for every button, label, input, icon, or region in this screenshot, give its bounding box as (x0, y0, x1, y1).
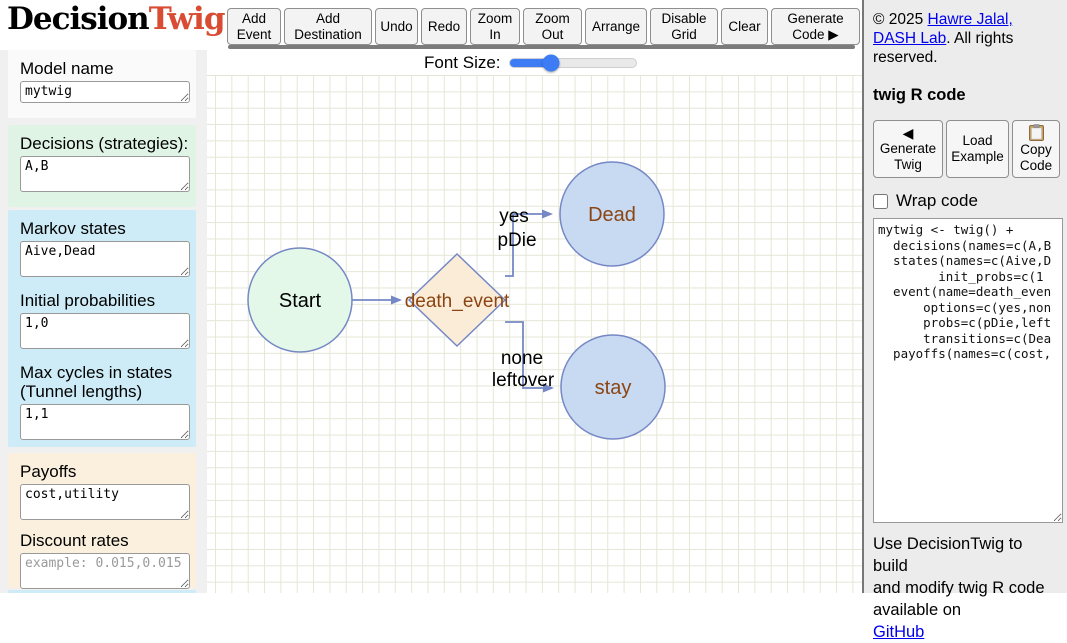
payoffs-label: Payoffs (20, 462, 77, 481)
panel-divider (862, 0, 864, 593)
initial-probabilities-input[interactable]: 1,0 (20, 313, 190, 349)
font-size-control: Font Size: (424, 53, 637, 73)
logo-twig: Twig (148, 1, 226, 37)
font-size-fill (509, 59, 552, 67)
node-death-event[interactable] (407, 252, 507, 348)
author-link[interactable]: Hawre Jalal, DASH Lab (873, 11, 1013, 47)
right-panel: © 2025 Hawre Jalal, DASH Lab. All rights… (864, 0, 1067, 641)
wrap-code-row: Wrap code (873, 191, 1060, 211)
clipboard-icon (1028, 124, 1044, 141)
markov-states-label: Markov states (20, 219, 126, 238)
edge-label-leftover: leftover (492, 370, 555, 391)
edge-event-to-dead (505, 209, 553, 277)
node-start[interactable] (247, 247, 353, 353)
clear-button[interactable]: Clear (721, 8, 768, 45)
load-example-button[interactable]: Load Example (946, 120, 1009, 178)
disable-grid-button[interactable]: Disable Grid (650, 8, 718, 45)
edge-label-pdie: pDie (497, 230, 536, 251)
model-name-section: Model name mytwig (8, 50, 196, 118)
payoffs-section: Payoffs cost,utility Discount rates (8, 453, 196, 589)
footer-text: Use DecisionTwig to build and modify twi… (873, 533, 1060, 643)
arrange-button[interactable]: Arrange (585, 8, 647, 45)
node-dead-label: Dead (588, 204, 636, 226)
next-section-edge (8, 590, 196, 593)
code-buttons: ◀Generate Twig Load Example Copy Code (873, 120, 1060, 178)
max-cycles-input[interactable]: 1,1 (20, 404, 190, 440)
max-cycles-label: Max cycles in states (Tunnel lengths) (20, 363, 173, 401)
node-stay[interactable] (560, 334, 666, 440)
redo-button[interactable]: Redo (421, 8, 467, 45)
node-dead[interactable] (559, 161, 665, 267)
wrap-code-label: Wrap code (896, 191, 978, 210)
copyright-prefix: © 2025 (873, 11, 928, 28)
toolbar-scrollbar[interactable] (228, 45, 855, 49)
model-name-label: Model name (20, 59, 114, 78)
copy-code-button[interactable]: Copy Code (1012, 120, 1060, 178)
decisions-input[interactable]: A,B (20, 156, 190, 192)
zoom-out-button[interactable]: Zoom Out (523, 8, 582, 45)
markov-states-input[interactable]: Aive,Dead (20, 241, 190, 277)
node-death-event-label: death_event (405, 291, 510, 312)
discount-rates-input[interactable] (20, 553, 190, 589)
generate-code-button[interactable]: Generate Code ▶ (771, 8, 860, 45)
edge-label-yes: yes (499, 206, 529, 227)
font-size-slider[interactable] (508, 54, 637, 72)
left-sidebar: Model name mytwig Decisions (strategies)… (0, 50, 207, 593)
copy-code-label: Copy Code (1019, 142, 1053, 173)
logo-decision: Decision (7, 1, 150, 37)
decisions-label: Decisions (strategies): (20, 134, 189, 153)
decisions-section: Decisions (strategies): A,B (8, 125, 196, 207)
node-start-label: Start (279, 290, 322, 312)
wrap-code-checkbox[interactable] (873, 193, 888, 209)
edge-label-none: none (501, 348, 543, 369)
github-link[interactable]: GitHub (873, 623, 925, 641)
node-stay-label: stay (595, 377, 632, 399)
undo-button[interactable]: Undo (375, 8, 418, 45)
copyright-text: © 2025 Hawre Jalal, DASH Lab. All rights… (873, 10, 1060, 67)
add-event-button[interactable]: Add Event (227, 8, 281, 45)
payoffs-input[interactable]: cost,utility (20, 484, 190, 520)
generate-twig-label: Generate Twig (879, 140, 937, 172)
font-size-label: Font Size: (424, 53, 501, 72)
markov-section: Markov states Aive,Dead Initial probabil… (8, 210, 196, 447)
footer-description: Use DecisionTwig to build and modify twi… (873, 535, 1045, 619)
model-name-input[interactable]: mytwig (20, 81, 190, 103)
generate-twig-button[interactable]: ◀Generate Twig (873, 120, 943, 178)
font-size-thumb[interactable] (542, 54, 560, 72)
add-destination-button[interactable]: Add Destination (284, 8, 372, 45)
edge-event-to-stay (505, 321, 554, 393)
left-triangle-icon: ◀ (902, 124, 914, 141)
copyright-suffix: . All rights reserved. (873, 30, 1014, 66)
panel-title: twig R code (873, 86, 966, 104)
load-example-label: Load Example (951, 133, 1004, 164)
model-diagram: Start death_event Dead stay yes pDie non… (247, 161, 666, 440)
toolbar: Add Event Add Destination Undo Redo Zoom… (227, 8, 860, 45)
discount-rates-label: Discount rates (20, 531, 129, 550)
code-output[interactable]: mytwig <- twig() + decisions(names=c(A,B… (873, 218, 1063, 523)
diagram-canvas[interactable]: Font Size: Start death_event Dead stay y… (207, 50, 862, 593)
initial-probabilities-label: Initial probabilities (20, 291, 156, 310)
app-logo: DecisionTwig (7, 1, 226, 37)
zoom-in-button[interactable]: Zoom In (470, 8, 520, 45)
